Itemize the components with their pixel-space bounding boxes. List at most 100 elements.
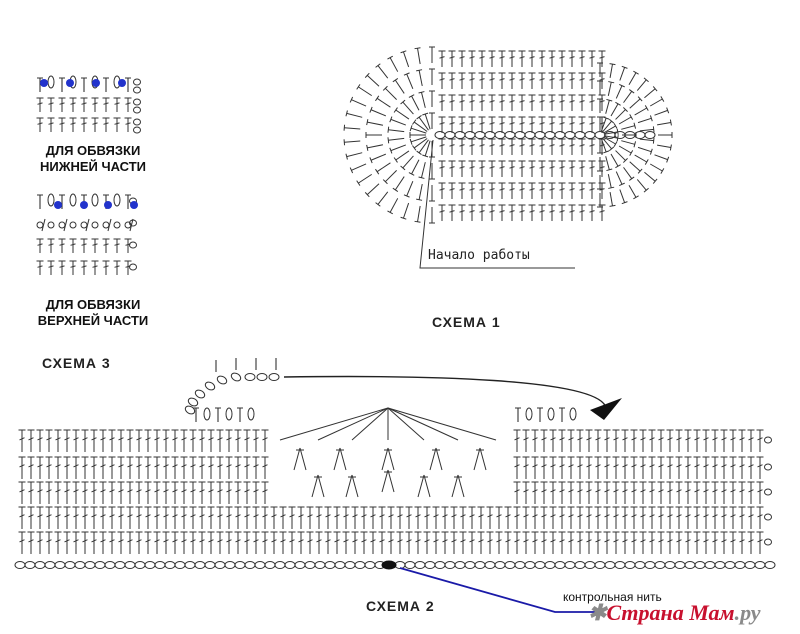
chain-stitch — [58, 221, 66, 229]
chain-stitch — [94, 561, 106, 569]
double-crochet-symbol — [549, 506, 557, 529]
double-crochet-symbol — [36, 260, 44, 275]
chain-stitch — [84, 561, 96, 569]
control-thread-pointer — [399, 567, 600, 613]
double-crochet-symbol — [54, 531, 62, 554]
double-crochet-symbol — [513, 456, 521, 479]
fan-stitch — [356, 84, 372, 97]
double-crochet-symbol — [747, 531, 755, 554]
double-crochet-symbol — [405, 506, 413, 529]
double-crochet-symbol — [36, 97, 44, 112]
chain-stitch — [69, 221, 77, 229]
double-crochet-symbol — [738, 429, 746, 452]
chain-stitch — [534, 131, 546, 139]
fan-stitch — [619, 65, 628, 81]
chain-stitch — [216, 375, 228, 385]
double-crochet-symbol — [747, 506, 755, 529]
double-crochet-symbol — [279, 531, 287, 554]
fan-stitch — [356, 173, 372, 186]
fan-stitch — [400, 202, 410, 220]
double-crochet-symbol — [612, 429, 620, 452]
double-crochet-symbol — [568, 50, 576, 67]
double-crochet-symbol — [144, 481, 152, 504]
double-crochet-symbol — [594, 429, 602, 452]
double-crochet-symbol — [18, 456, 26, 479]
double-crochet-symbol — [488, 182, 496, 199]
double-crochet-symbol — [568, 204, 576, 221]
double-crochet-symbol — [518, 182, 526, 199]
double-crochet-symbol — [324, 506, 332, 529]
double-crochet-symbol — [508, 138, 516, 155]
double-crochet-symbol — [27, 481, 35, 504]
double-crochet-symbol — [124, 117, 132, 132]
double-crochet-symbol — [36, 531, 44, 554]
double-crochet-symbol — [270, 506, 278, 529]
double-crochet-symbol — [438, 72, 446, 89]
double-crochet-symbol — [621, 456, 629, 479]
chain-stitch — [74, 561, 86, 569]
scheme-3-arc-pattern — [184, 358, 280, 415]
double-crochet-symbol — [369, 531, 377, 554]
double-crochet-symbol — [531, 481, 539, 504]
double-crochet-symbol — [27, 531, 35, 554]
chain-stitch — [654, 561, 666, 569]
double-crochet-symbol — [288, 506, 296, 529]
chain-stitch — [674, 561, 686, 569]
double-crochet-symbol — [498, 160, 506, 177]
fan-stitch — [387, 198, 399, 215]
chain-stitch — [484, 561, 496, 569]
double-crochet-symbol — [567, 531, 575, 554]
chain-stitch — [91, 221, 99, 229]
double-crochet-symbol — [458, 94, 466, 111]
double-crochet-symbol — [315, 531, 323, 554]
double-crochet-symbol — [684, 456, 692, 479]
fan-stitch — [369, 106, 386, 117]
fan-stitch — [597, 62, 603, 77]
double-crochet-symbol — [578, 94, 586, 111]
fan-stitch — [375, 63, 389, 79]
double-crochet-symbol — [108, 481, 116, 504]
double-crochet-symbol — [243, 481, 251, 504]
fan-stitch — [634, 154, 649, 165]
double-crochet-symbol — [438, 182, 446, 199]
fan-stitch — [416, 139, 429, 155]
double-crochet-symbol — [198, 531, 206, 554]
fan-stitch — [393, 107, 410, 120]
fan-stitch — [649, 163, 665, 174]
fan-stitch — [636, 179, 649, 193]
double-crochet-symbol — [558, 72, 566, 89]
chain-stitch — [224, 561, 236, 569]
double-crochet-symbol — [508, 160, 516, 177]
double-crochet-symbol — [630, 531, 638, 554]
double-crochet-symbol — [108, 506, 116, 529]
double-crochet-symbol — [568, 138, 576, 155]
fan-shell — [333, 447, 347, 471]
fan-stitch — [629, 161, 643, 174]
double-crochet-symbol — [756, 429, 764, 452]
double-crochet-symbol — [508, 72, 516, 89]
double-crochet-symbol — [458, 138, 466, 155]
double-crochet-symbol — [576, 481, 584, 504]
double-crochet-symbol — [549, 429, 557, 452]
double-crochet-symbol — [548, 160, 556, 177]
double-crochet-symbol — [538, 94, 546, 111]
fan-stitch — [629, 96, 643, 109]
double-crochet-symbol — [585, 531, 593, 554]
fan-stitch — [603, 135, 619, 142]
double-crochet-symbol — [468, 204, 476, 221]
fan-stitch — [393, 150, 410, 163]
fan-stitch — [389, 144, 406, 154]
double-crochet-symbol — [612, 481, 620, 504]
double-crochet-symbol — [351, 506, 359, 529]
chain-stitch — [444, 131, 456, 139]
double-crochet-symbol — [567, 456, 575, 479]
fan-stitch — [418, 162, 426, 179]
chain-stitch — [404, 561, 416, 569]
fan-stitch — [365, 132, 382, 138]
double-crochet-symbol — [498, 138, 506, 155]
double-crochet-symbol — [508, 204, 516, 221]
double-crochet-symbol — [102, 97, 110, 112]
chain-stitch — [104, 561, 116, 569]
fan-stitch — [615, 171, 625, 187]
double-crochet-symbol — [693, 429, 701, 452]
